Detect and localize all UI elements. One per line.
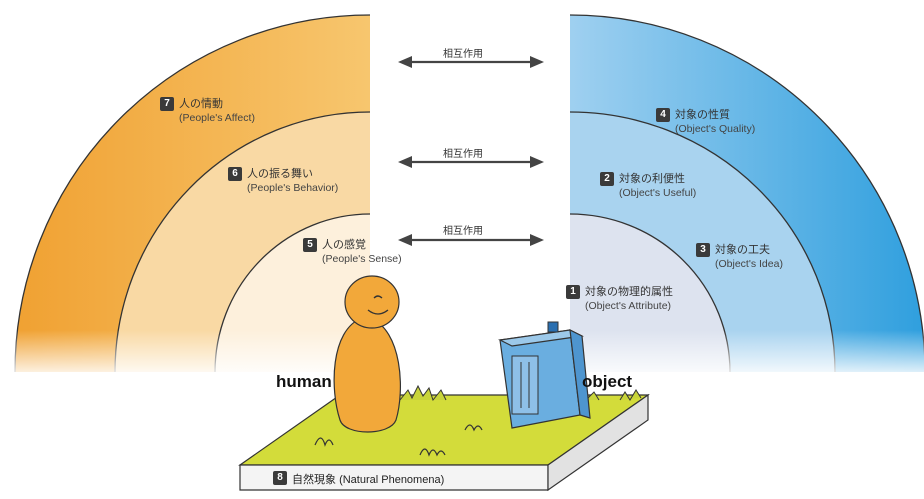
level-7-label: 7 人の情動 (People's Affect) [160, 97, 255, 125]
object-label: object [582, 372, 632, 392]
human-label: human [276, 372, 332, 392]
level-4-badge: 4 [656, 108, 670, 122]
level-5-label: 5 人の感覚 (People's Sense) [303, 238, 402, 266]
level-6-jp: 人の振る舞い [247, 168, 313, 180]
level-6-badge: 6 [228, 167, 242, 181]
level-5-badge: 5 [303, 238, 317, 252]
interaction-label-bottom: 相互作用 [443, 222, 483, 237]
level-8-jp: 自然現象 [292, 474, 336, 486]
level-2-jp: 対象の利便性 [619, 173, 685, 185]
level-7-badge: 7 [160, 97, 174, 111]
object-figure [500, 322, 590, 428]
level-4-en: (Object's Quality) [675, 122, 755, 136]
level-2-label: 2 対象の利便性 (Object's Useful) [600, 172, 696, 200]
interaction-label-middle: 相互作用 [443, 145, 483, 160]
level-4-label: 4 対象の性質 (Object's Quality) [656, 108, 755, 136]
level-3-jp: 対象の工夫 [715, 244, 770, 256]
level-1-en: (Object's Attribute) [585, 299, 673, 313]
level-5-en: (People's Sense) [322, 252, 402, 266]
level-7-jp: 人の情動 [179, 98, 223, 110]
level-6-en: (People's Behavior) [247, 181, 338, 195]
level-3-label: 3 対象の工夫 (Object's Idea) [696, 243, 783, 271]
level-5-jp: 人の感覚 [322, 239, 366, 251]
level-8-label: 8 自然現象 (Natural Phenomena) [273, 471, 444, 487]
level-6-label: 6 人の振る舞い (People's Behavior) [228, 167, 338, 195]
level-2-en: (Object's Useful) [619, 186, 696, 200]
level-4-jp: 対象の性質 [675, 109, 730, 121]
level-2-badge: 2 [600, 172, 614, 186]
level-1-label: 1 対象の物理的属性 (Object's Attribute) [566, 285, 673, 313]
level-1-jp: 対象の物理的属性 [585, 286, 673, 298]
level-7-en: (People's Affect) [179, 111, 255, 125]
interaction-label-top: 相互作用 [443, 45, 483, 60]
level-8-badge: 8 [273, 471, 287, 485]
level-8-en: (Natural Phenomena) [339, 474, 444, 486]
level-1-badge: 1 [566, 285, 580, 299]
level-3-en: (Object's Idea) [715, 257, 783, 271]
level-3-badge: 3 [696, 243, 710, 257]
